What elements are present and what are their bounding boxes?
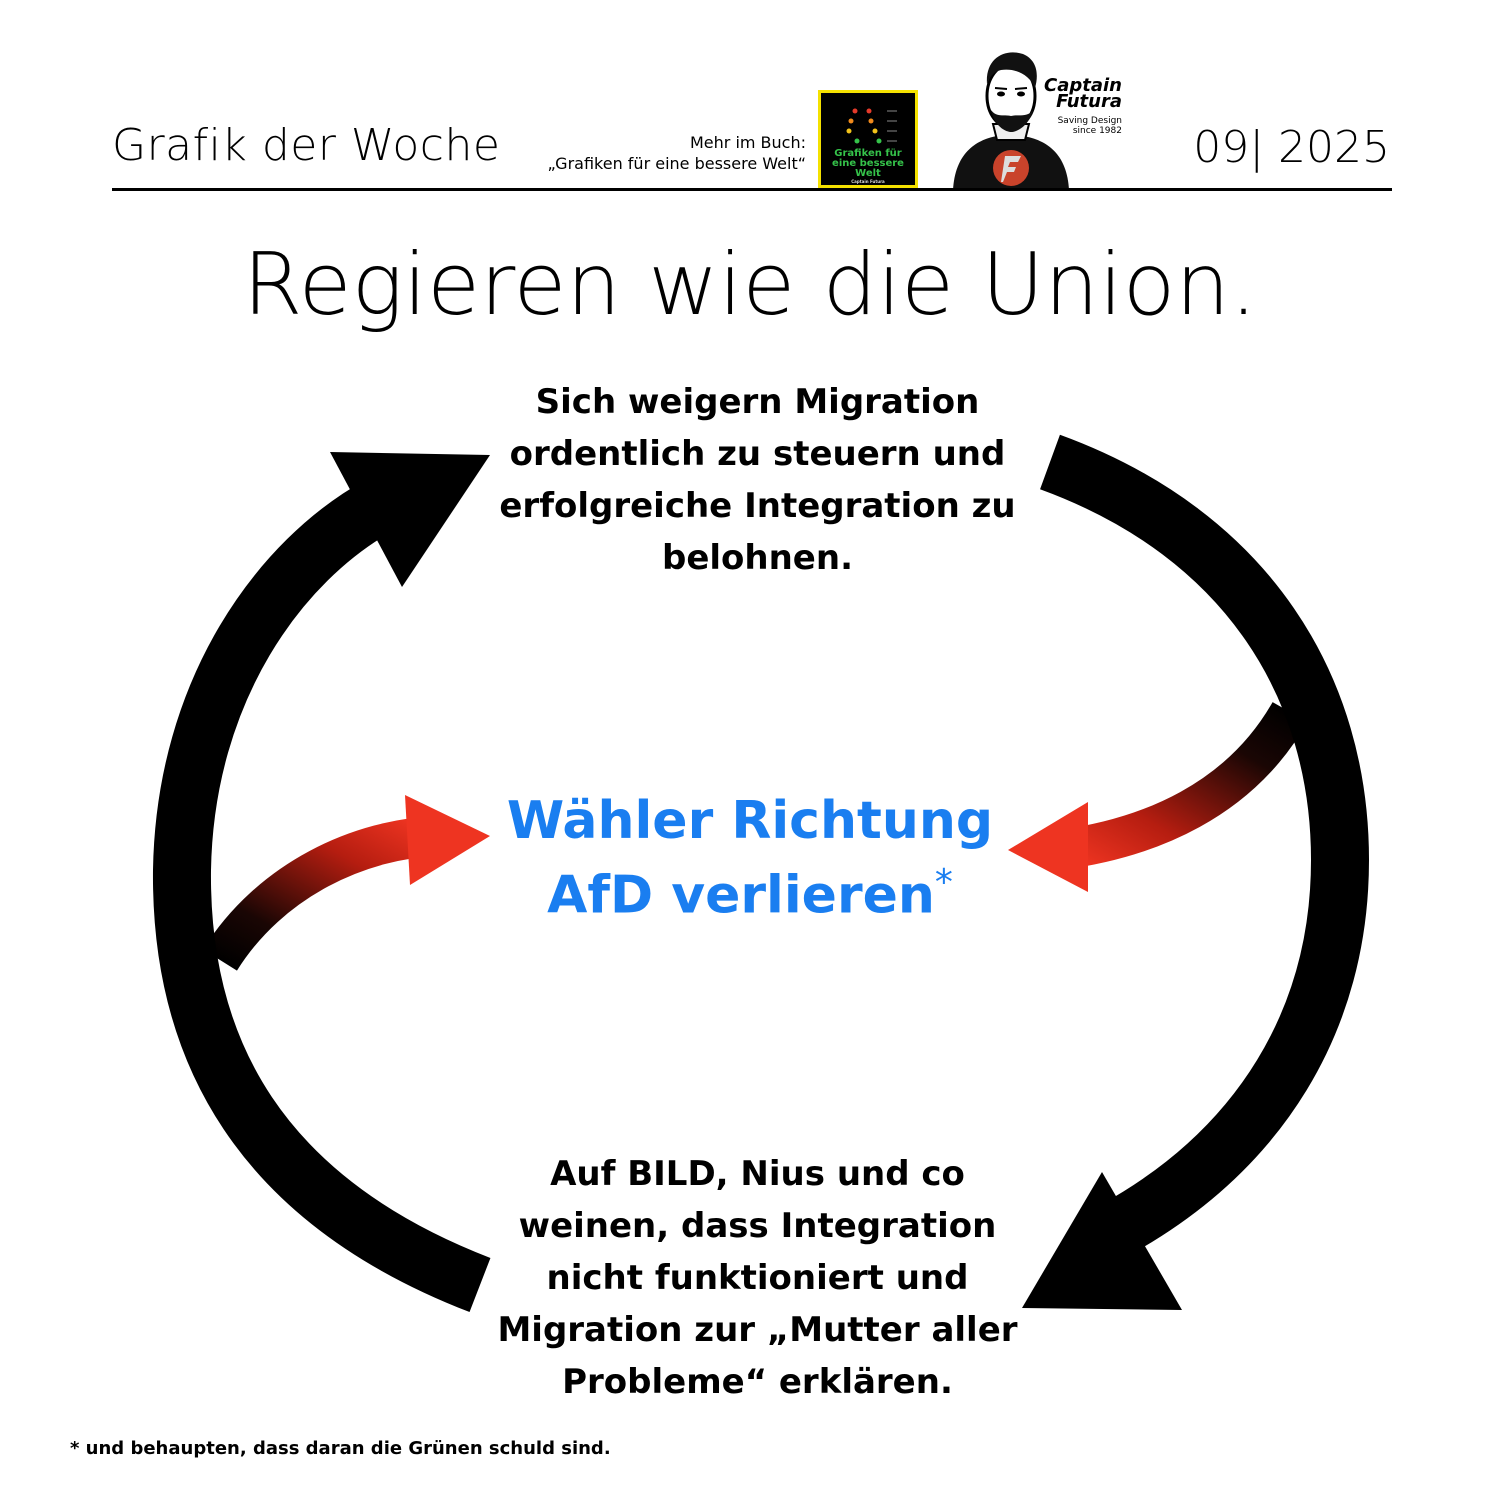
book-cover-title: Grafiken für eine bessere Welt <box>832 148 904 179</box>
book-note-line2: „Grafiken für eine bessere Welt“ <box>547 154 806 173</box>
center-line2: AfD verlieren* <box>470 852 1030 926</box>
center-line1: Wähler Richtung <box>506 791 994 851</box>
captain-futura-avatar <box>953 52 1069 190</box>
left-red-arrow-shaft <box>203 816 441 971</box>
bottom-right-arrowhead <box>1022 1172 1182 1310</box>
issue-number: 09| 2025 <box>1193 122 1390 173</box>
brand-name: Captain Futura <box>1044 75 1122 112</box>
book-note: Mehr im Buch: „Grafiken für eine bessere… <box>547 132 806 174</box>
center-line2-text: AfD verlieren <box>547 865 935 926</box>
page-title: Regieren wie die Union. <box>242 235 1258 335</box>
brand-tagline: Saving Design since 1982 <box>1057 116 1122 136</box>
cycle-step-bottom: Auf BILD, Nius und co weinen, dass Integ… <box>497 1154 1018 1402</box>
right-red-arrow-shaft <box>1057 701 1308 870</box>
header-divider <box>112 188 1392 191</box>
series-title: Grafik der Woche <box>112 120 501 171</box>
top-left-arrowhead <box>330 452 490 587</box>
book-cover-author: Captain Futura <box>851 179 885 184</box>
center-footnote-marker: * <box>934 862 953 903</box>
right-red-arrowhead <box>1008 802 1088 892</box>
cycle-center-label: Wähler Richtung AfD verlieren* <box>470 790 1030 926</box>
book-note-line1: Mehr im Buch: <box>689 133 806 152</box>
footnote: * und behaupten, dass daran die Grünen s… <box>70 1438 611 1459</box>
book-cover: Grafiken für eine bessere Welt Captain F… <box>818 90 918 188</box>
left-red-arrowhead <box>405 795 490 885</box>
book-cover-graphic <box>846 108 897 144</box>
cycle-step-top: Sich weigern Migration ordentlich zu ste… <box>499 382 1016 578</box>
right-cycle-arc <box>1040 434 1370 1256</box>
left-cycle-arc <box>152 479 491 1313</box>
